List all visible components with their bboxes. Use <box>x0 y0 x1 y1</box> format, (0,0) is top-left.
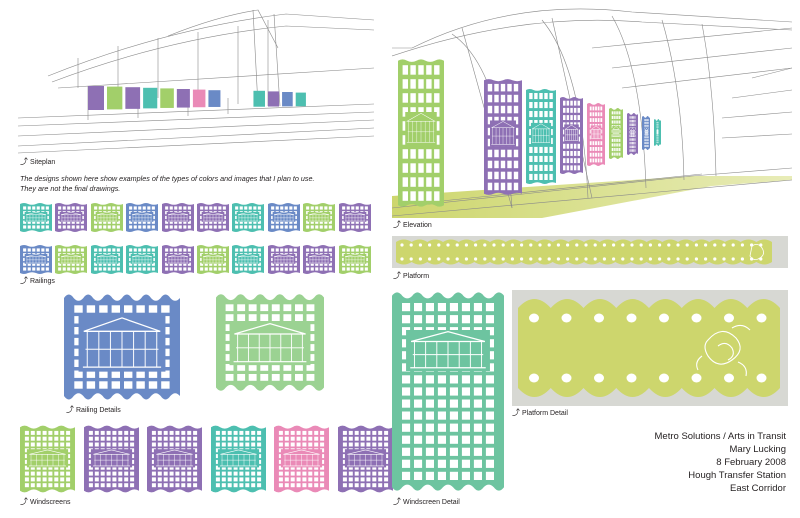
elevation-panel <box>526 88 556 184</box>
railings-caption: ⤴ Railings <box>20 276 55 285</box>
siteplan-panel <box>253 90 265 107</box>
windscreens-caption: ⤴ Windscreens <box>20 497 71 506</box>
platform-caption: ⤴ Platform <box>393 271 430 280</box>
elevation-panel <box>559 96 583 174</box>
elevation-panels <box>398 59 662 207</box>
siteplan-panel <box>282 92 293 107</box>
railing-details-caption: ⤴ Railing Details <box>66 405 121 414</box>
design-note: The designs shown here show examples of … <box>20 174 315 193</box>
caption-arrow-icon: ⤴ <box>393 271 401 280</box>
windscreen-banner <box>274 424 330 494</box>
windscreen-banner <box>83 424 139 494</box>
siteplan-caption: ⤴ Siteplan <box>20 157 56 166</box>
railing-banner <box>20 244 52 275</box>
credits-corridor: East Corridor <box>730 483 786 495</box>
windscreen-banner <box>20 424 75 494</box>
railing-banner <box>161 244 194 275</box>
caption-arrow-icon: ⤴ <box>66 405 74 414</box>
elevation-panel <box>641 116 651 151</box>
railing-banner <box>197 202 229 233</box>
elevation-panel <box>654 119 662 147</box>
platform-detail <box>512 290 788 406</box>
credits-organization: Metro Solutions / Arts in Transit <box>654 431 786 442</box>
railing-banner <box>55 244 88 275</box>
siteplan-panels <box>88 86 306 110</box>
siteplan-panel <box>176 89 190 108</box>
railing-detail-green-banner <box>216 291 324 394</box>
caption-arrow-icon: ⤴ <box>20 497 28 506</box>
railing-banner <box>232 202 265 233</box>
caption-arrow-icon: ⤴ <box>393 497 401 506</box>
railing-detail-blue-banner <box>64 291 180 403</box>
railing-banner <box>126 202 159 233</box>
caption-arrow-icon: ⤴ <box>393 220 401 229</box>
windscreen-detail-banner <box>392 289 504 494</box>
railing-banner <box>90 202 123 233</box>
siteplan-panel <box>143 87 158 109</box>
elevation-panel <box>608 108 623 160</box>
elevation-panel <box>484 79 522 195</box>
railing-banner <box>303 202 336 233</box>
siteplan-panel <box>125 87 141 109</box>
caption-arrow-icon: ⤴ <box>20 157 28 166</box>
siteplan-panel <box>107 86 123 110</box>
windscreens-row <box>20 424 393 494</box>
railing-banner <box>20 202 52 233</box>
elevation-panel <box>586 103 605 167</box>
elevation-drawing <box>392 8 792 218</box>
railing-banner <box>267 202 300 233</box>
railings-grid <box>20 202 375 274</box>
railing-banner <box>338 202 371 233</box>
caption-arrow-icon: ⤴ <box>512 408 520 417</box>
railing-banner <box>232 244 265 275</box>
siteplan-panel <box>192 89 206 108</box>
windscreen-detail-caption: ⤴ Windscreen Detail <box>393 497 460 506</box>
railing-banner <box>126 244 159 275</box>
credits-block: Metro Solutions / Arts in Transit Mary L… <box>546 430 786 496</box>
siteplan-panel <box>208 90 221 107</box>
siteplan-panel <box>295 92 306 107</box>
platform-strip <box>392 236 788 268</box>
railing-banner <box>267 244 300 275</box>
railing-banner <box>197 244 229 275</box>
windscreen-banner <box>338 424 393 494</box>
railing-banner <box>338 244 371 275</box>
windscreen-banner <box>147 424 203 494</box>
siteplan-panel <box>267 91 280 107</box>
elevation-panel <box>626 112 638 155</box>
siteplan-drawing <box>18 8 374 154</box>
railing-banner <box>161 202 194 233</box>
credits-station: Hough Transfer Station <box>688 470 786 482</box>
railing-banner <box>303 244 336 275</box>
siteplan-panel <box>88 86 104 110</box>
elevation-panel <box>398 59 444 207</box>
credits-date: 8 February 2008 <box>716 457 786 469</box>
platform-detail-caption: ⤴ Platform Detail <box>512 408 568 417</box>
railing-banner <box>90 244 123 275</box>
caption-arrow-icon: ⤴ <box>20 276 28 285</box>
railing-banner <box>55 202 88 233</box>
elevation-caption: ⤴ Elevation <box>393 220 432 229</box>
windscreen-banner <box>210 424 266 494</box>
credits-artist: Mary Lucking <box>729 444 787 456</box>
siteplan-panel <box>160 88 174 108</box>
